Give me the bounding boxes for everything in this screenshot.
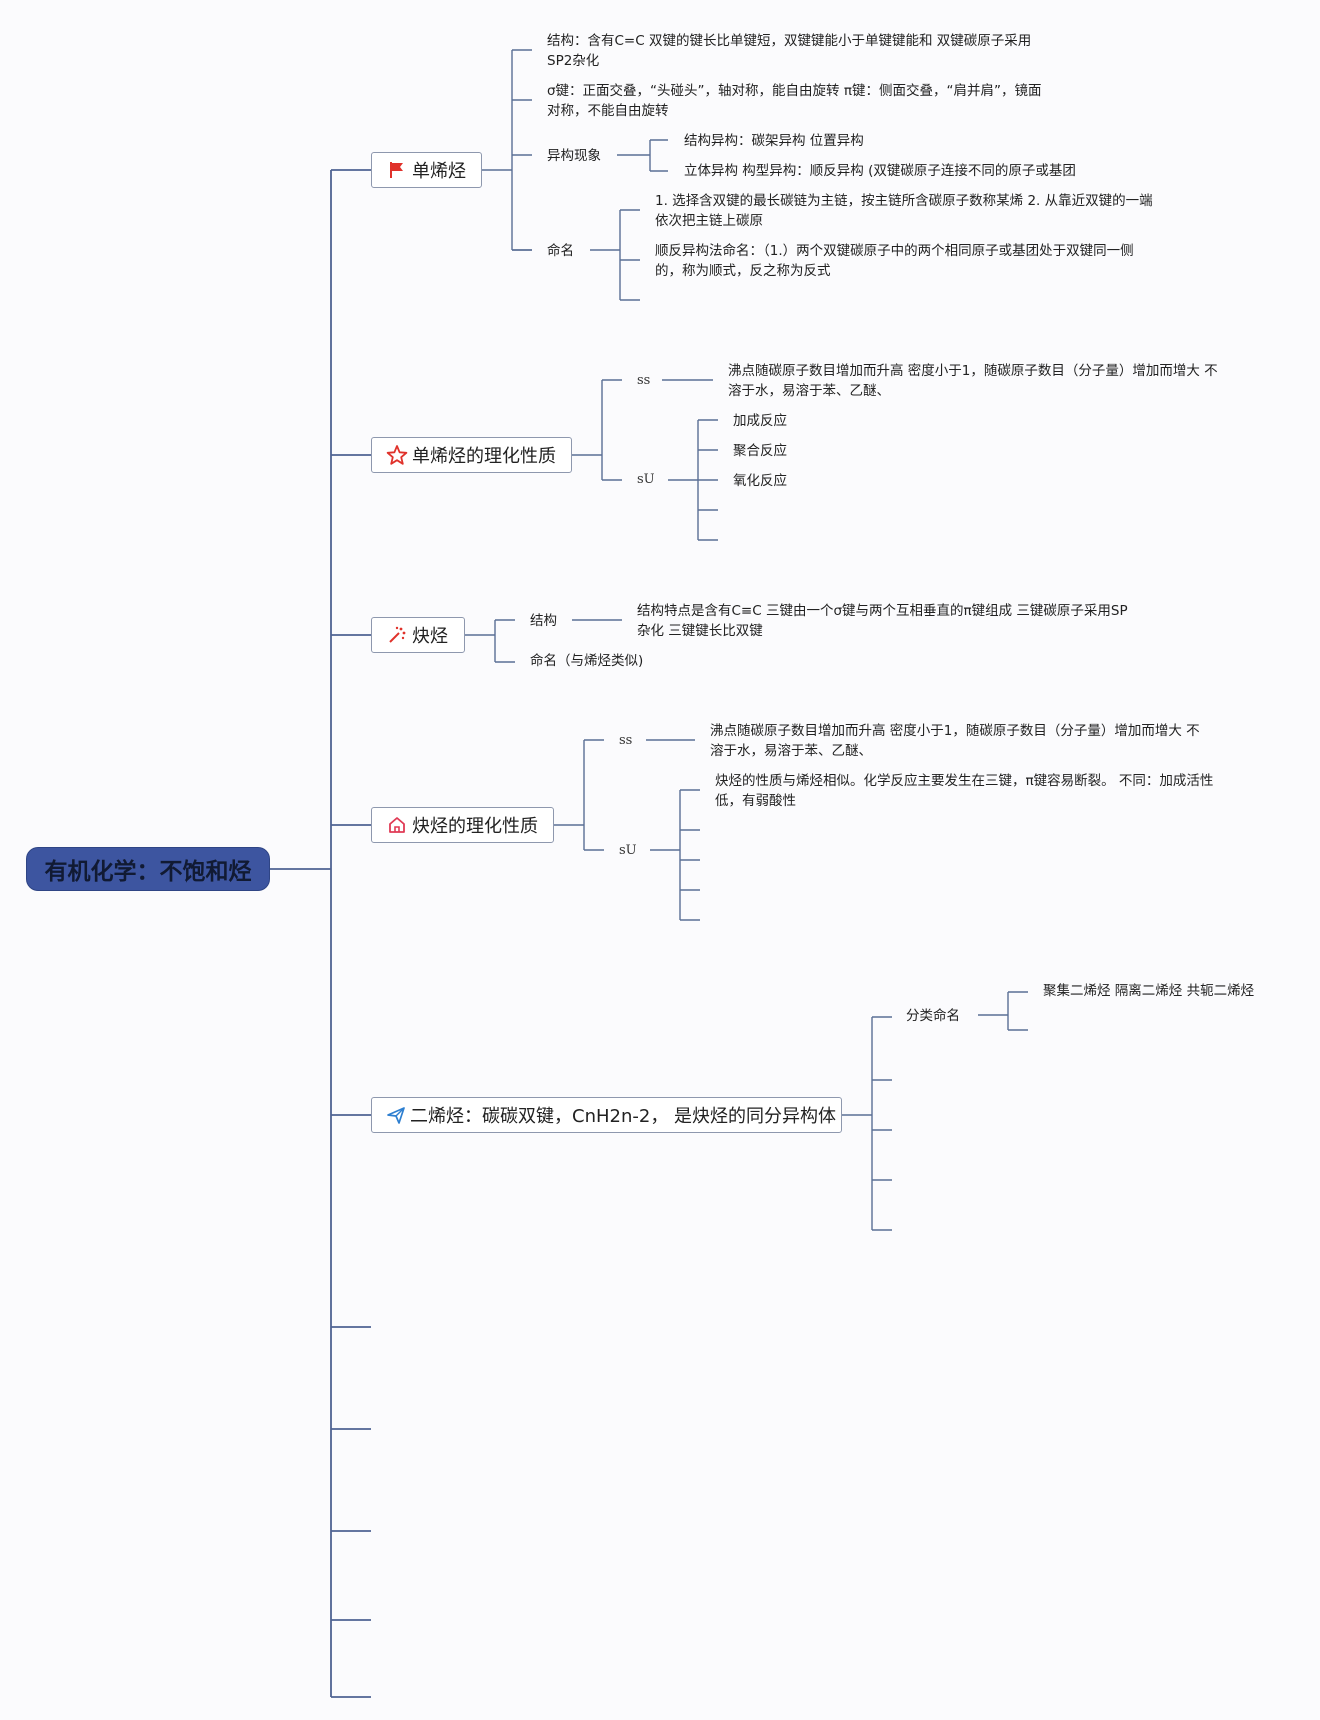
topic-alkyne[interactable]: 炔烃 (371, 617, 465, 653)
t1-structure: 结构：含有C=C 双键的键长比单键短，双键键能小于单键键能和 双键碳原子采用SP… (547, 33, 1032, 69)
wand-icon (386, 624, 408, 646)
topic-label: 单烯烃的理化性质 (412, 446, 556, 467)
topic-label: 二烯烃：碳碳双键，CnH2n-2， 是炔烃的同分异构体 (410, 1106, 837, 1127)
topic-diene[interactable]: 二烯烃：碳碳双键，CnH2n-2， 是炔烃的同分异构体 (371, 1097, 842, 1133)
t4-physical-props: 沸点随碳原子数目增加而升高 密度小于1，随碳原子数目（分子量）增加而增大 不溶于… (710, 723, 1200, 759)
t1-sigma-pi: σ键：正面交叠，“头碰头”，轴对称，能自由旋转 π键：侧面交叠，“肩并肩”，镜面… (547, 83, 1042, 119)
t2-reaction-oxidation: 氧化反应 (733, 473, 787, 489)
t3-naming: 命名（与烯烃类似) (530, 653, 644, 669)
t3-structure-text: 结构特点是含有C≡C 三键由一个σ键与两个互相垂直的π键组成 三键碳原子采用SP… (637, 603, 1128, 639)
send-icon (386, 1104, 406, 1126)
topic-alkyne-properties[interactable]: 炔烃的理化性质 (371, 807, 554, 843)
topic-label: 单烯烃 (412, 161, 466, 182)
t3-structure[interactable]: 结构 (530, 613, 557, 629)
star-icon (386, 444, 408, 466)
topic-monoolefin-properties[interactable]: 单烯烃的理化性质 (371, 437, 572, 473)
topic-monoolefin[interactable]: 单烯烃 (371, 152, 482, 188)
t5-classification[interactable]: 分类命名 (906, 1008, 960, 1024)
t1-naming-cis-trans: 顺反异构法命名：（1.）两个双键碳原子中的两个相同原子或基团处于双键同一侧的，称… (655, 243, 1134, 279)
home-icon (386, 814, 408, 836)
topic-label: 炔烃 (412, 626, 448, 647)
t1-naming-rule: 1. 选择含双键的最长碳链为主链，按主链所含碳原子数称某烯 2. 从靠近双键的一… (655, 193, 1153, 229)
t4-su-label[interactable]: sU (619, 843, 637, 858)
t2-ss-label[interactable]: ss (637, 373, 651, 388)
t5-classification-text: 聚集二烯烃 隔离二烯烃 共轭二烯烃 (1043, 983, 1255, 999)
t2-reaction-polymerization: 聚合反应 (733, 443, 787, 459)
t1-isomer-structural: 结构异构：碳架异构 位置异构 (684, 133, 864, 149)
t2-su-label[interactable]: sU (637, 472, 655, 487)
t2-physical-props: 沸点随碳原子数目增加而升高 密度小于1，随碳原子数目（分子量）增加而增大 不溶于… (728, 363, 1218, 399)
t1-naming[interactable]: 命名 (547, 243, 574, 259)
t1-isomer-stereo: 立体异构 构型异构：顺反异构 (双键碳原子连接不同的原子或基团 (684, 163, 1076, 179)
t1-isomer[interactable]: 异构现象 (547, 148, 601, 164)
t4-ss-label[interactable]: ss (619, 733, 633, 748)
topic-label: 炔烃的理化性质 (412, 816, 538, 837)
root-label: 有机化学：不饱和烃 (44, 859, 252, 885)
flag-icon (386, 159, 408, 181)
root-topic[interactable]: 有机化学：不饱和烃 (26, 847, 270, 891)
t4-chemical-props: 炔烃的性质与烯烃相似。化学反应主要发生在三键，π键容易断裂。 不同：加成活性低，… (715, 773, 1214, 809)
t2-reaction-addition: 加成反应 (733, 413, 787, 429)
